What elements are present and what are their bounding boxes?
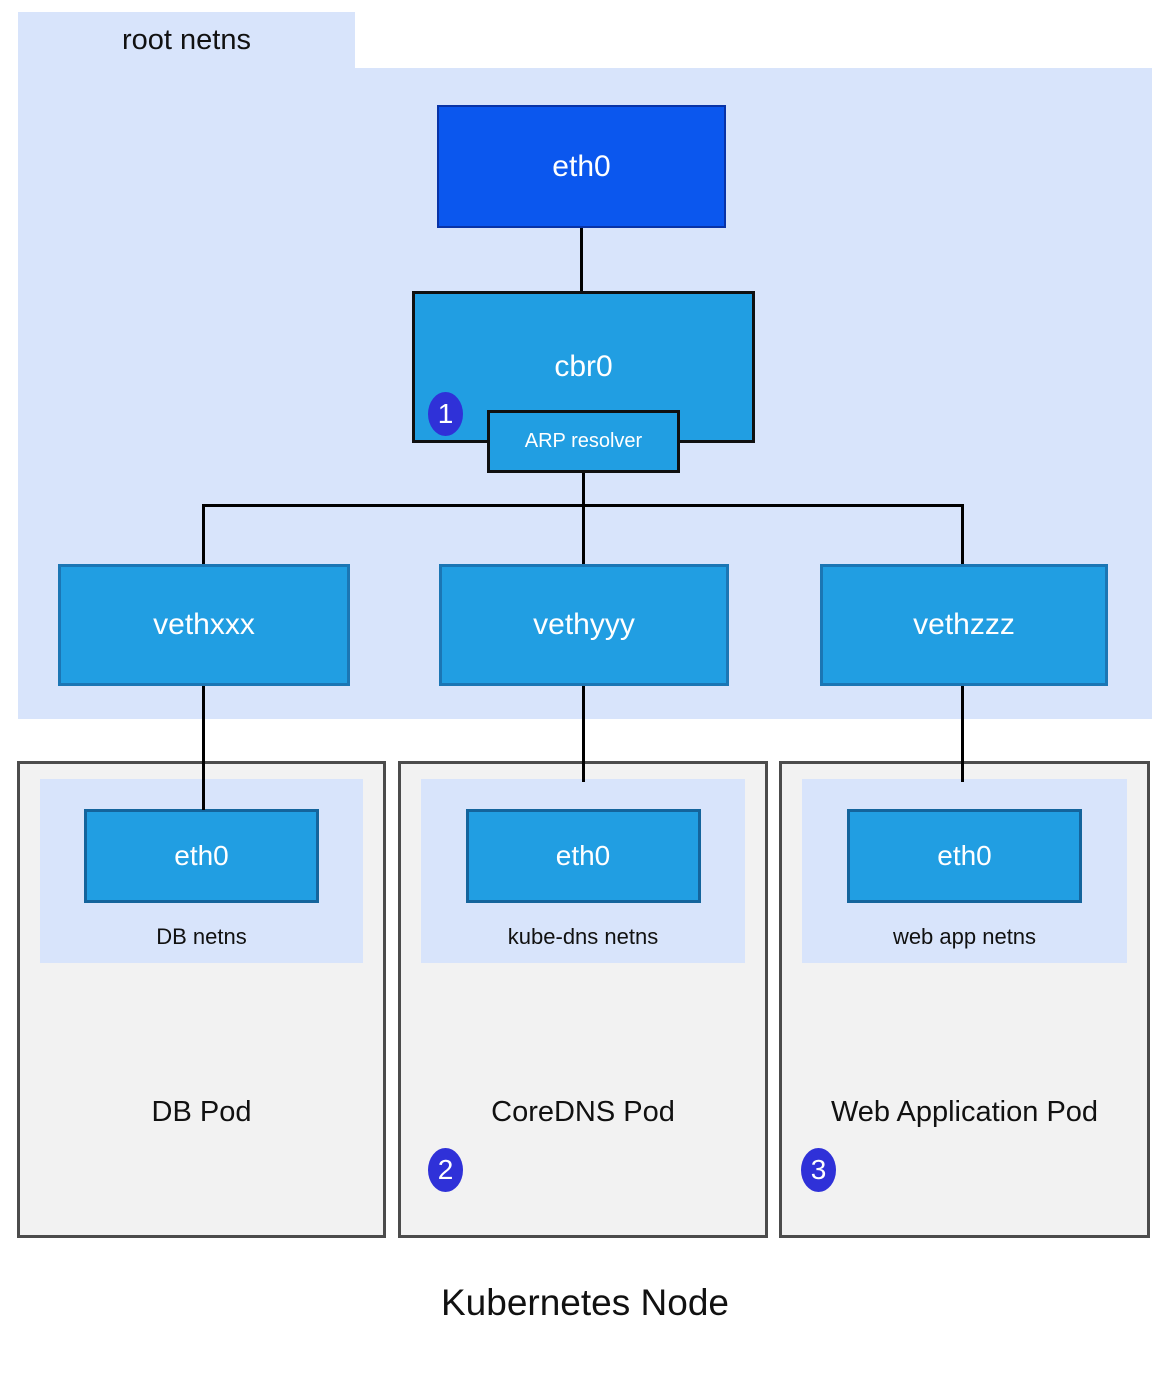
- vethzzz-label: vethzzz: [913, 608, 1015, 641]
- vethyyy-box: vethyyy: [439, 564, 729, 686]
- pod-coredns-eth0-label: eth0: [555, 840, 611, 871]
- pod-coredns-title: CoreDNS Pod: [491, 1096, 675, 1128]
- pod-coredns-netns-region: eth0 kube-dns netns: [421, 779, 745, 963]
- badge-3-label: 3: [810, 1154, 827, 1185]
- connector-branch-vethxxx-line: [202, 504, 205, 564]
- pod-webapp-title: Web Application Pod: [830, 1096, 1099, 1128]
- badge-2-label: 2: [437, 1154, 454, 1185]
- root-netns-label: root netns: [122, 24, 251, 56]
- pod-db-netns-region: eth0 DB netns: [40, 779, 363, 963]
- pod-webapp-netns-label: web app netns: [892, 924, 1037, 949]
- pod-webapp-netns-region: eth0 web app netns: [802, 779, 1127, 963]
- pod-db-eth0-box: eth0: [84, 809, 319, 903]
- node-eth0-label: eth0: [552, 149, 611, 183]
- connector-vethxxx-dbpod-line: [202, 686, 205, 810]
- pod-webapp-eth0-box: eth0: [847, 809, 1082, 903]
- badge-1-label: 1: [437, 398, 454, 429]
- vethxxx-label: vethxxx: [153, 608, 255, 641]
- connector-branch-vethzzz-line: [961, 504, 964, 564]
- arp-resolver-box: ARP resolver: [487, 410, 680, 473]
- diagram-title: Kubernetes Node: [441, 1282, 729, 1323]
- badge-2: 2: [428, 1148, 463, 1192]
- connector-vethyyy-corednspod-line: [582, 686, 585, 782]
- arp-resolver-label: ARP resolver: [524, 430, 643, 452]
- badge-3: 3: [801, 1148, 836, 1192]
- pod-db-eth0-label: eth0: [174, 840, 229, 871]
- connector-arp-branch-line: [582, 473, 585, 506]
- connector-eth0-cbr0-line: [580, 228, 583, 291]
- vethxxx-box: vethxxx: [58, 564, 350, 686]
- connector-branch-vethyyy-line: [582, 504, 585, 564]
- connector-vethzzz-webapppod-line: [961, 686, 964, 782]
- vethyyy-label: vethyyy: [533, 608, 635, 641]
- bridge-cbr0-label: cbr0: [554, 350, 613, 383]
- vethzzz-box: vethzzz: [820, 564, 1108, 686]
- badge-1: 1: [428, 392, 463, 436]
- pod-webapp-eth0-label: eth0: [937, 840, 992, 871]
- pod-coredns-eth0-box: eth0: [465, 809, 701, 903]
- node-eth0-box: eth0: [437, 105, 726, 228]
- pod-webapp: eth0 web app netns Web Application Pod 3: [779, 761, 1150, 1238]
- pod-coredns: eth0 kube-dns netns CoreDNS Pod 2: [398, 761, 768, 1238]
- pod-db-netns-label: DB netns: [156, 924, 247, 949]
- pod-coredns-netns-label: kube-dns netns: [507, 924, 659, 949]
- pod-db-title: DB Pod: [151, 1096, 252, 1128]
- pod-db: eth0 DB netns DB Pod: [17, 761, 386, 1238]
- root-netns-tab: root netns: [18, 12, 355, 69]
